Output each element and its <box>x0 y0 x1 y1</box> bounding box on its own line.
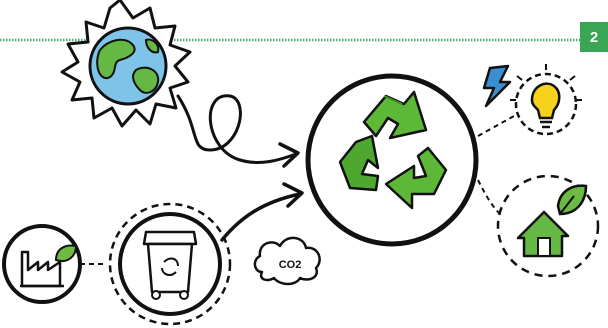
sun-earth-icon <box>62 0 190 126</box>
lightbulb-icon <box>510 64 582 134</box>
co2-cloud-icon: CO2 <box>255 238 320 284</box>
loop-arrow <box>178 96 298 166</box>
connector-house <box>478 180 500 214</box>
house-leaf-icon <box>498 176 598 276</box>
connector-bulb <box>478 116 514 136</box>
recycle-bin-icon <box>110 204 230 324</box>
factory-icon <box>4 226 80 302</box>
bin-arrow <box>222 184 302 240</box>
recycle-icon <box>308 76 476 244</box>
co2-label: CO2 <box>279 259 302 271</box>
lightning-icon <box>484 66 510 106</box>
page-number-badge: 2 <box>580 22 608 52</box>
